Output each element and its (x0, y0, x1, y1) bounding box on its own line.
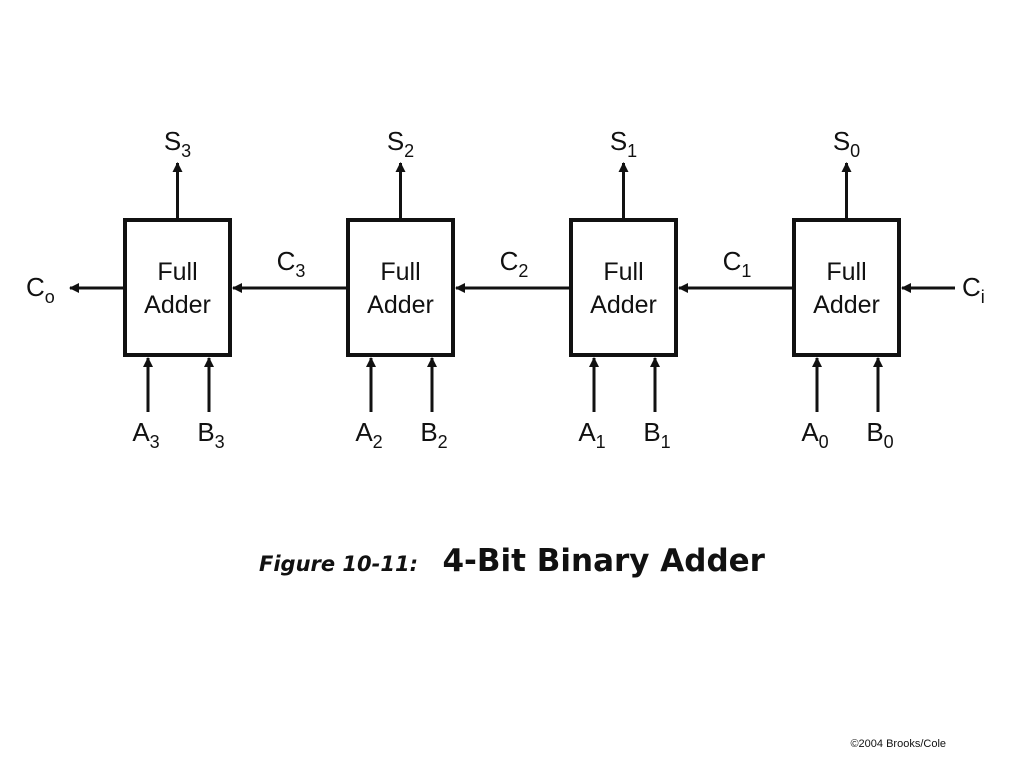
caption-title: 4-Bit Binary Adder (442, 543, 765, 579)
full-adder-label-line1: Full (380, 258, 420, 286)
figure-caption: Figure 10-11: 4-Bit Binary Adder (0, 543, 1024, 579)
b-input-label-3: B3 (197, 417, 224, 452)
full-adder-block-3 (123, 218, 232, 357)
copyright-notice: ©2004 Brooks/Cole (850, 738, 946, 750)
b-input-label-3-subscript: 3 (215, 432, 225, 452)
sum-label-2-letter: S (387, 126, 404, 156)
full-adder-block-1 (569, 218, 678, 357)
carry-label-3: C3 (277, 246, 306, 281)
full-adder-label-line2: Adder (367, 291, 434, 319)
a-input-label-2: A2 (355, 417, 382, 452)
full-adder-block-2 (346, 218, 455, 357)
carry-label-2-subscript: 2 (518, 261, 528, 281)
carry-label-1: C1 (723, 246, 752, 281)
caption-label: Figure 10-11: (259, 552, 418, 576)
a-input-label-2-subscript: 2 (373, 432, 383, 452)
carry-in-label-letter: C (962, 272, 981, 302)
full-adder-block-0 (792, 218, 901, 357)
sum-label-2-subscript: 2 (404, 141, 414, 161)
carry-label-2: C2 (500, 246, 529, 281)
carry-label-2-letter: C (500, 246, 519, 276)
a-input-label-0-subscript: 0 (819, 432, 829, 452)
a-input-label-3-subscript: 3 (150, 432, 160, 452)
sum-label-0-letter: S (833, 126, 850, 156)
sum-label-0: S0 (833, 126, 860, 161)
carry-out-label-letter: C (26, 272, 45, 302)
b-input-label-2: B2 (420, 417, 447, 452)
carry-in-label-subscript: i (981, 287, 985, 307)
carry-out-label: Co (26, 272, 55, 307)
carry-label-1-letter: C (723, 246, 742, 276)
sum-label-0-subscript: 0 (850, 141, 860, 161)
b-input-label-2-letter: B (420, 417, 437, 447)
a-input-label-3-letter: A (132, 417, 150, 447)
sum-label-3-letter: S (164, 126, 181, 156)
b-input-label-3-letter: B (197, 417, 214, 447)
b-input-label-0: B0 (866, 417, 893, 452)
b-input-label-1-letter: B (643, 417, 660, 447)
sum-label-1-subscript: 1 (627, 141, 637, 161)
a-input-label-1-subscript: 1 (596, 432, 606, 452)
full-adder-label-line2: Adder (144, 291, 211, 319)
a-input-label-1-letter: A (578, 417, 596, 447)
b-input-label-0-letter: B (866, 417, 883, 447)
b-input-label-1-subscript: 1 (661, 432, 671, 452)
carry-label-1-subscript: 1 (741, 261, 751, 281)
carry-in-label: Ci (962, 272, 985, 307)
carry-label-3-subscript: 3 (295, 261, 305, 281)
full-adder-label-line2: Adder (590, 291, 657, 319)
a-input-label-0: A0 (801, 417, 828, 452)
full-adder-label-line1: Full (157, 258, 197, 286)
b-input-label-1: B1 (643, 417, 670, 452)
b-input-label-0-subscript: 0 (884, 432, 894, 452)
full-adder-label-line1: Full (826, 258, 866, 286)
b-input-label-2-subscript: 2 (438, 432, 448, 452)
a-input-label-1: A1 (578, 417, 605, 452)
sum-label-1-letter: S (610, 126, 627, 156)
sum-label-1: S1 (610, 126, 637, 161)
full-adder-label-line1: Full (603, 258, 643, 286)
sum-label-3-subscript: 3 (181, 141, 191, 161)
carry-out-label-subscript: o (45, 287, 55, 307)
sum-label-2: S2 (387, 126, 414, 161)
a-input-label-0-letter: A (801, 417, 819, 447)
full-adder-label-line2: Adder (813, 291, 880, 319)
a-input-label-2-letter: A (355, 417, 373, 447)
sum-label-3: S3 (164, 126, 191, 161)
carry-label-3-letter: C (277, 246, 296, 276)
a-input-label-3: A3 (132, 417, 159, 452)
